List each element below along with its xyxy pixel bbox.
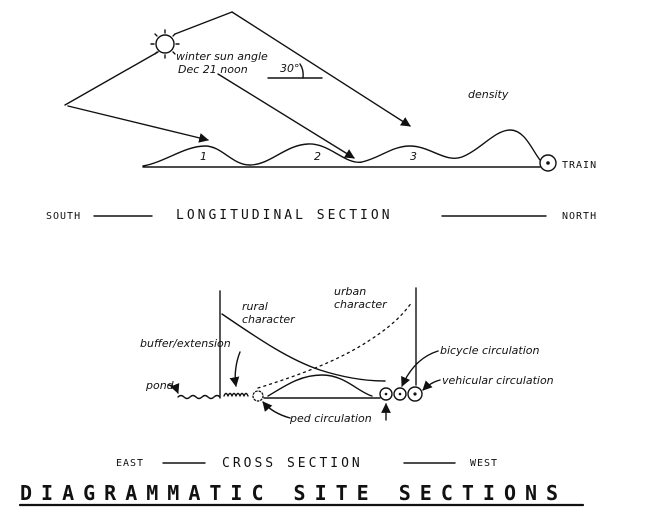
east-label: EAST: [116, 458, 144, 469]
hill-label-2: 2: [314, 150, 321, 163]
rural-character-label-line1: rural: [242, 300, 268, 313]
bicycle-arrow: [401, 350, 439, 387]
buffer-arrow: [229, 351, 241, 387]
cross-mound: [267, 374, 373, 397]
sun-angle-label-line2: Dec 21 noon: [178, 63, 248, 76]
page-title: DIAGRAMMATIC SITE SECTIONS: [20, 481, 567, 505]
sun-ray-outer-left: [64, 51, 159, 106]
density-label: density: [468, 88, 509, 101]
sun-icon: [150, 29, 180, 59]
bicycle-circulation-icon-2: [393, 387, 407, 401]
bicycle-circulation-icon: [379, 387, 393, 401]
longitudinal-section-label: LONGITUDINAL SECTION: [176, 208, 393, 223]
sun-angle-label-line1: winter sun angle: [176, 50, 268, 63]
sun-ray-arrow-1: [67, 105, 209, 143]
ped-arrow: [262, 401, 291, 419]
ped-circulation-icon: [252, 390, 264, 402]
sun-ray-arrow-3: [217, 73, 355, 159]
urban-character-curve: [257, 301, 413, 389]
ped-circulation-label: ped circulation: [289, 412, 372, 425]
south-label: SOUTH: [46, 211, 81, 222]
longitudinal-section: winter sun angle Dec 21 noon 30° density…: [46, 11, 597, 223]
hills-profile: [142, 129, 541, 167]
hill-label-3: 3: [410, 150, 417, 163]
west-label: WEST: [470, 458, 498, 469]
vehicular-circulation-label: vehicular circulation: [442, 374, 554, 387]
urban-character-label-line2: character: [334, 298, 388, 311]
cross-section: rural character urban character buffer/e…: [116, 285, 554, 471]
buffer-squiggle: [223, 392, 249, 397]
train-label: TRAIN: [562, 160, 597, 171]
bicycle-circulation-label: bicycle circulation: [440, 344, 540, 357]
hill-label-1: 1: [200, 150, 207, 163]
pond-arrow: [167, 382, 180, 394]
train-icon: [539, 154, 557, 172]
sun-ray-arrow-2: [231, 11, 411, 127]
vehicular-arrow: [422, 379, 441, 391]
rural-character-label-line2: character: [242, 313, 296, 326]
urban-character-label-line1: urban: [334, 285, 366, 298]
angle-label: 30°: [280, 62, 300, 75]
vehicular-circulation-icon: [407, 386, 423, 402]
cross-section-label: CROSS SECTION: [222, 456, 363, 471]
north-label: NORTH: [562, 211, 597, 222]
pond-wave: [177, 394, 221, 400]
angle-marker: [267, 63, 323, 79]
sun-ray-top: [174, 11, 233, 35]
rural-character-curve: [221, 313, 386, 382]
buffer-extension-label: buffer/extension: [140, 337, 231, 350]
pond-label: pond: [145, 379, 175, 392]
